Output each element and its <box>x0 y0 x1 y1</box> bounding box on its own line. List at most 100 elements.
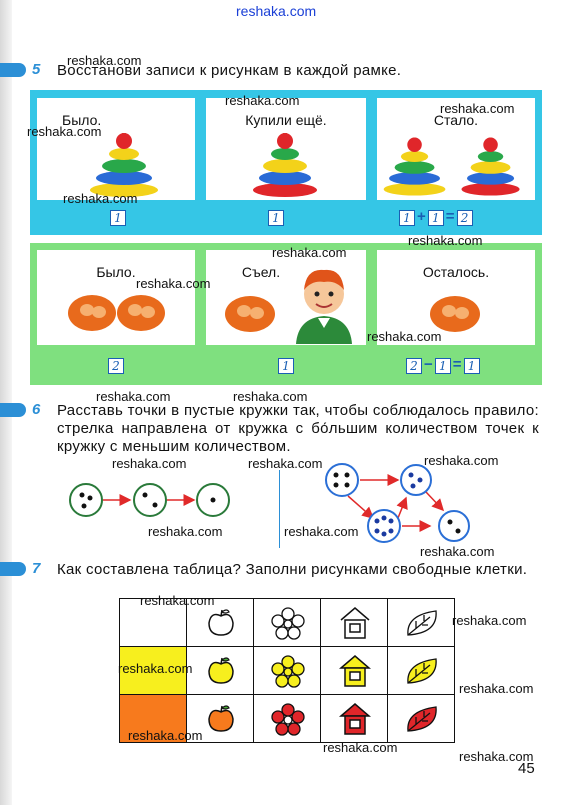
house-icon <box>340 607 370 639</box>
flower-icon <box>271 655 305 688</box>
watermark: reshaka.com <box>459 749 534 764</box>
pyramid-toy-icon <box>253 133 317 197</box>
table-cell <box>253 694 321 743</box>
watermark: reshaka.com <box>112 456 187 471</box>
watermark: reshaka.com <box>459 681 534 696</box>
panel-label: Купили ещё. <box>245 112 327 128</box>
equals-sign: = <box>445 208 455 225</box>
pyramid-toy-icon <box>383 137 446 196</box>
divider <box>279 470 280 548</box>
pretzel-icon <box>430 296 480 332</box>
answer-box[interactable]: 2 <box>406 358 422 374</box>
watermark: reshaka.com <box>128 728 203 743</box>
table-cell-empty[interactable] <box>119 598 187 647</box>
task-5-text: Восстанови записи к рисункам в каждой ра… <box>57 62 402 79</box>
answer-box[interactable]: 1 <box>463 358 480 374</box>
answer-box[interactable]: 1 <box>268 210 284 226</box>
page-number: 45 <box>518 760 535 777</box>
watermark: reshaka.com <box>424 453 499 468</box>
minus-sign: − <box>424 356 433 373</box>
table-cell <box>253 646 321 695</box>
table-cell <box>387 598 455 647</box>
task-7-text: Как составлена таблица? Заполни рисункам… <box>57 561 528 578</box>
pretzel-icon <box>225 296 275 332</box>
task-number-6: 6 <box>32 401 41 418</box>
leaf-icon <box>407 658 437 684</box>
answer-box[interactable]: 2 <box>108 358 124 374</box>
answer-box[interactable]: 1 <box>278 357 294 375</box>
answer-box[interactable]: 1 <box>268 209 284 227</box>
pretzel-icon <box>68 295 165 331</box>
watermark: reshaka.com <box>284 524 359 539</box>
answer-box[interactable]: 1 <box>434 358 451 374</box>
house-icon <box>339 655 371 687</box>
answer-box[interactable]: 1 <box>110 209 126 227</box>
watermark: reshaka.com <box>420 544 495 559</box>
leaf-icon <box>407 610 437 636</box>
table-cell <box>186 598 254 647</box>
boy-icon <box>296 269 352 344</box>
answer-box[interactable]: 1 <box>427 210 444 226</box>
frame-pretzels: Было. Съел. Осталось. <box>30 243 542 385</box>
table-cell <box>387 694 455 743</box>
table-row <box>119 598 455 647</box>
page-spine <box>0 0 12 805</box>
watermark: reshaka.com <box>440 101 515 116</box>
house-icon <box>339 703 371 735</box>
panel-label: Осталось. <box>422 264 490 280</box>
task-marker <box>0 562 26 576</box>
plus-sign: + <box>417 208 426 225</box>
table-row <box>119 694 455 743</box>
task-number-5: 5 <box>32 61 41 78</box>
apple-icon <box>208 705 234 732</box>
panel-became: Стало. <box>377 98 535 200</box>
equals-sign: = <box>452 356 462 373</box>
answer-box[interactable]: 2 <box>108 357 124 375</box>
table-cell <box>253 598 321 647</box>
watermark: reshaka.com <box>148 524 223 539</box>
apple-icon <box>208 609 234 636</box>
answer-box[interactable]: 1 <box>110 210 126 226</box>
watermark: reshaka.com <box>323 740 398 755</box>
table-cell <box>387 646 455 695</box>
table-cell-color <box>119 694 187 743</box>
watermark: reshaka.com <box>408 233 483 248</box>
watermark: reshaka.com <box>140 593 215 608</box>
task-marker <box>0 403 26 417</box>
panel-label: Было. <box>96 264 136 280</box>
panel-ate: Съел. <box>206 250 366 345</box>
answer-box[interactable]: 1 <box>399 210 415 226</box>
table-cell <box>186 694 254 743</box>
watermark: reshaka.com <box>27 124 102 139</box>
watermark: reshaka.com <box>136 276 211 291</box>
panel-label: Было. <box>62 112 102 128</box>
pattern-table <box>119 598 455 743</box>
flower-icon <box>271 607 305 640</box>
panel-bought: Купили ещё. <box>206 98 366 200</box>
table-cell <box>186 646 254 695</box>
panel-label: Стало. <box>433 112 479 128</box>
table-cell <box>320 598 388 647</box>
equation: 1+1=2 <box>399 209 473 227</box>
site-header: reshaka.com <box>236 3 317 19</box>
answer-box[interactable]: 1 <box>278 358 294 374</box>
watermark: reshaka.com <box>96 389 171 404</box>
pyramid-toy-icon <box>461 137 520 196</box>
answer-box[interactable]: 2 <box>456 210 473 226</box>
watermark: reshaka.com <box>67 53 142 68</box>
watermark: reshaka.com <box>233 389 308 404</box>
watermark: reshaka.com <box>118 661 193 676</box>
panel-left: Осталось. <box>377 250 535 345</box>
table-cell <box>320 646 388 695</box>
task-marker <box>0 63 26 77</box>
watermark: reshaka.com <box>248 456 323 471</box>
dot-chain-diagram <box>69 483 230 517</box>
apple-icon <box>208 657 234 684</box>
panel-was: Было. <box>37 250 195 345</box>
flower-icon <box>271 703 305 736</box>
table-row <box>119 646 455 695</box>
watermark: reshaka.com <box>272 245 347 260</box>
table-cell <box>320 694 388 743</box>
watermark: reshaka.com <box>225 93 300 108</box>
leaf-icon <box>407 706 437 732</box>
